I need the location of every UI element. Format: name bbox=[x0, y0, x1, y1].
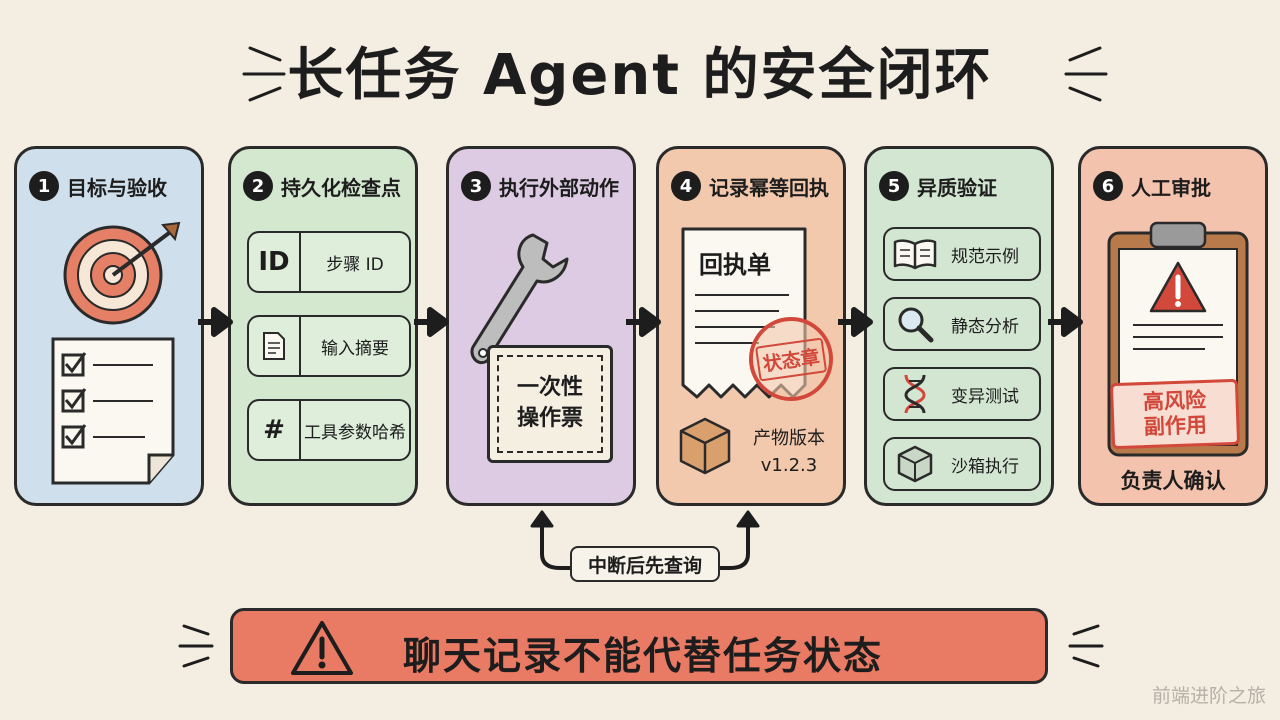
step-title: 目标与验收 bbox=[67, 175, 167, 200]
step-card-verification: 5 异质验证 规范示例 静态分析 变异测试 沙箱执行 bbox=[864, 146, 1054, 506]
step-card-external-action: 3 执行外部动作 一次性 操作票 bbox=[446, 146, 636, 506]
right-sparkle-icon bbox=[1068, 624, 1104, 668]
step-title: 持久化检查点 bbox=[281, 175, 401, 200]
one-time-ticket: 一次性 操作票 bbox=[487, 345, 613, 463]
document-icon bbox=[249, 317, 301, 375]
verify-item-label: 变异测试 bbox=[951, 386, 1019, 407]
step-title: 人工审批 bbox=[1131, 175, 1211, 200]
flow-arrow-icon bbox=[838, 307, 873, 337]
left-sparkle-icon bbox=[178, 624, 214, 668]
verify-item-label: 规范示例 bbox=[951, 246, 1019, 267]
watermark: 前端进阶之旅 bbox=[1151, 685, 1266, 707]
stamp-text: 状态章 bbox=[755, 337, 827, 381]
step-number-badge: 1 bbox=[29, 171, 59, 201]
step-number-badge: 3 bbox=[461, 171, 491, 201]
checkpoint-item-input-summary: 输入摘要 bbox=[247, 315, 411, 377]
checkpoint-item-step-id: ID 步骤 ID bbox=[247, 231, 411, 293]
verify-item-label: 沙箱执行 bbox=[951, 456, 1019, 477]
loop-label: 中断后先查询 bbox=[570, 546, 720, 582]
step-number-badge: 6 bbox=[1093, 171, 1123, 201]
id-icon: ID bbox=[249, 233, 301, 291]
verify-item-mutation-testing: 变异测试 bbox=[883, 367, 1041, 421]
step-title: 异质验证 bbox=[917, 175, 997, 200]
owner-confirm: 负责人确认 bbox=[1120, 469, 1226, 493]
flow-arrow-icon bbox=[626, 307, 661, 337]
flow-arrow-icon bbox=[198, 307, 233, 337]
ticket-line1: 一次性 bbox=[516, 375, 583, 401]
step-card-human-approval: 6 人工审批 高风险 副作用 负责人确认 bbox=[1078, 146, 1268, 506]
wrench-icon bbox=[470, 233, 569, 364]
step-title: 执行外部动作 bbox=[499, 175, 619, 200]
stamp-line2: 副作用 bbox=[1143, 412, 1208, 440]
artifact-version-number: v1.2.3 bbox=[760, 455, 818, 476]
warning-triangle-icon bbox=[291, 621, 353, 675]
checklist-icon bbox=[51, 337, 175, 485]
package-box-icon bbox=[679, 417, 731, 475]
book-icon bbox=[893, 239, 937, 270]
flow-arrow-icon bbox=[1048, 307, 1083, 337]
verify-item-static-analysis: 静态分析 bbox=[883, 297, 1041, 351]
right-sparkle-icon bbox=[1064, 46, 1108, 102]
sandbox-cube-icon bbox=[897, 445, 933, 483]
step-card-receipt: 4 记录幂等回执 回执单 状态章 产物版本 v1.2.3 bbox=[656, 146, 846, 506]
checkpoint-item-label: 步骤 ID bbox=[326, 254, 384, 275]
verify-item-sandbox-execution: 沙箱执行 bbox=[883, 437, 1041, 491]
step-number-badge: 2 bbox=[243, 171, 273, 201]
hash-icon: # bbox=[249, 401, 301, 459]
step-title: 记录幂等回执 bbox=[709, 175, 829, 200]
artifact-version: 产物版本 v1.2.3 bbox=[739, 425, 839, 479]
step-number-badge: 5 bbox=[879, 171, 909, 201]
loop-back-arrows-icon bbox=[530, 510, 760, 570]
ticket-line2: 操作票 bbox=[516, 406, 583, 431]
warning-banner: 聊天记录不能代替任务状态 bbox=[230, 608, 1048, 684]
flow-arrow-icon bbox=[414, 307, 449, 337]
target-icon bbox=[63, 221, 181, 325]
banner-text: 聊天记录不能代替任务状态 bbox=[403, 634, 884, 678]
step-card-goal: 1 目标与验收 bbox=[14, 146, 204, 506]
verify-item-label: 静态分析 bbox=[951, 316, 1019, 337]
receipt-title: 回执单 bbox=[699, 251, 771, 279]
dna-icon bbox=[904, 374, 926, 414]
left-sparkle-icon bbox=[242, 46, 286, 102]
checkpoint-item-label: 输入摘要 bbox=[321, 338, 389, 359]
magnifier-icon bbox=[898, 307, 934, 343]
high-risk-stamp: 高风险 副作用 bbox=[1109, 378, 1241, 450]
page-title: 长任务 Agent 的安全闭环 bbox=[287, 43, 993, 108]
verify-item-spec-examples: 规范示例 bbox=[883, 227, 1041, 281]
step-number-badge: 4 bbox=[671, 171, 701, 201]
stamp-line1: 高风险 bbox=[1142, 387, 1207, 414]
step-card-checkpoint: 2 持久化检查点 ID 步骤 ID 输入摘要 # 工具参数哈希 bbox=[228, 146, 418, 506]
checkpoint-item-label: 工具参数哈希 bbox=[304, 422, 406, 443]
artifact-label: 产物版本 bbox=[753, 428, 825, 449]
checkpoint-item-param-hash: # 工具参数哈希 bbox=[247, 399, 411, 461]
